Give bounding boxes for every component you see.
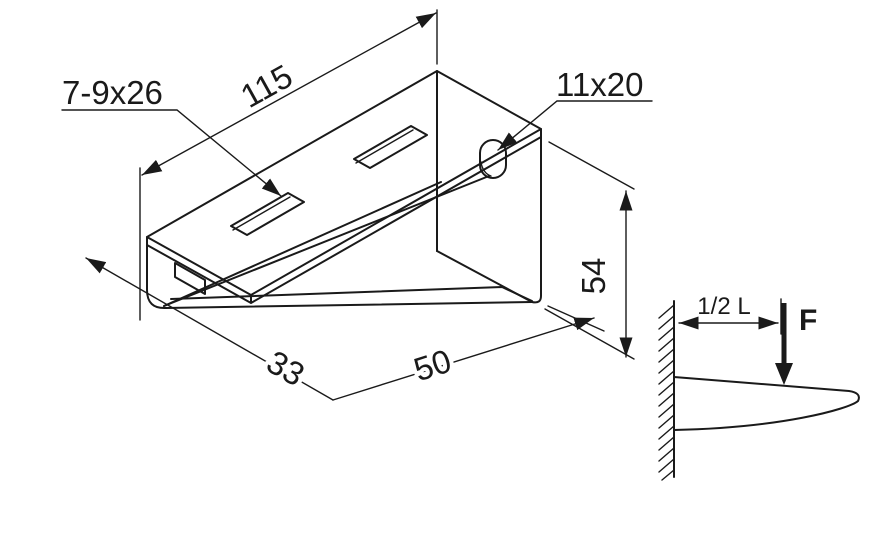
dim-54-extension-top [548,141,635,190]
gusset-bottom-edge [165,301,533,309]
gusset-diagonal-right [163,175,490,307]
mounting-hole [479,139,507,179]
dim-33-label: 33 [261,343,311,393]
dim-115-line [141,12,437,176]
slot-left-outline [230,192,305,236]
half-length-label: 1/2 L [697,293,750,320]
slot-left-depth-line [232,196,291,231]
slot-right-outline [353,125,428,169]
dimension-annotations: 115 7-9x26 11x20 54 33 50 [61,9,653,401]
load-diagram: 1/2 L F [658,293,860,481]
dim-33-line [85,257,334,401]
dim-115-label: 115 [234,57,298,115]
gusset-inner-edge [170,286,533,302]
slot-dimension-label: 7-9x26 [62,74,163,111]
isometric-view [146,70,542,310]
mounting-hole-depth [480,161,492,177]
wall-plate-front-edge [436,136,542,304]
gusset-diagonal-left [163,181,442,307]
hole-leader-line [497,100,653,151]
hole-dimension-label: 11x20 [556,66,643,103]
dim-54-extension-bottom [544,308,635,360]
wall-hatching [658,304,675,481]
dim-50-label: 50 [409,342,455,389]
bracket-profile [673,376,860,431]
slot-right-depth-line [355,129,414,164]
dim-50-extension [547,305,605,332]
gusset-left-edge-and-tip [146,244,167,310]
plate-thickness-edges [146,128,542,304]
dim-50-line [332,317,595,401]
dim-54-label: 54 [575,258,612,295]
force-label: F [799,304,817,337]
top-plate-outline [146,70,542,296]
force-arrow-head [775,363,793,385]
slot-leader-line [61,109,282,197]
bent-tab [174,262,206,295]
